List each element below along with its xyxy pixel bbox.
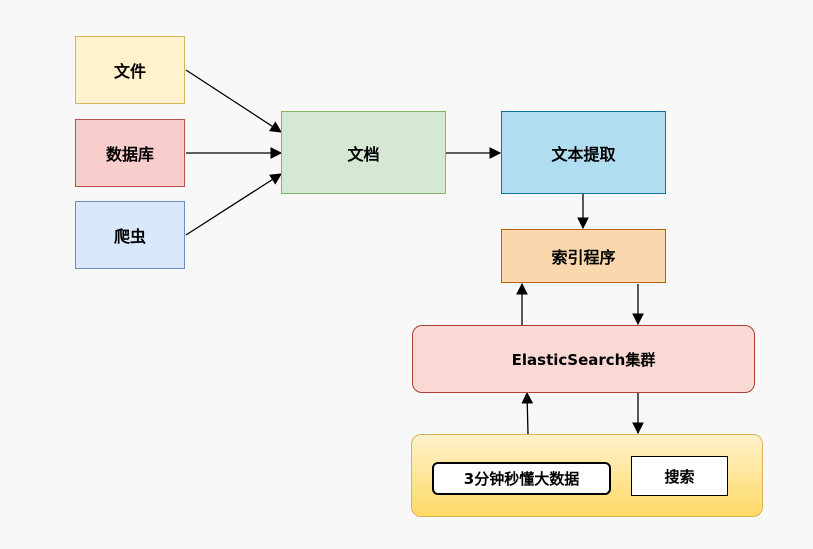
node-crawler-label: 爬虫 [113, 227, 146, 246]
node-text-extract-label: 文本提取 [551, 144, 616, 164]
edge-app-to-es [521, 391, 534, 435]
node-crawler: 爬虫 [75, 201, 185, 269]
node-es-cluster: ElasticSearch集群 [412, 325, 755, 393]
node-database: 数据库 [75, 119, 185, 187]
node-database-label: 数据库 [105, 145, 154, 164]
node-file-label: 文件 [113, 62, 146, 81]
node-indexer-label: 索引程序 [551, 248, 616, 267]
node-indexer: 索引程序 [501, 229, 666, 283]
search-input-text: 3分钟秒懂大数据 [463, 470, 580, 488]
search-button[interactable]: 搜索 [631, 456, 728, 496]
node-text-extract: 文本提取 [501, 111, 666, 194]
node-document-label: 文档 [347, 144, 380, 164]
node-file: 文件 [75, 36, 185, 104]
node-es-cluster-label: ElasticSearch集群 [511, 350, 656, 369]
edge-file-to-document [185, 69, 282, 133]
search-button-label: 搜索 [664, 467, 695, 486]
search-input[interactable]: 3分钟秒懂大数据 [432, 462, 611, 495]
edge-crawler-to-document [185, 173, 282, 236]
node-document: 文档 [281, 111, 446, 194]
